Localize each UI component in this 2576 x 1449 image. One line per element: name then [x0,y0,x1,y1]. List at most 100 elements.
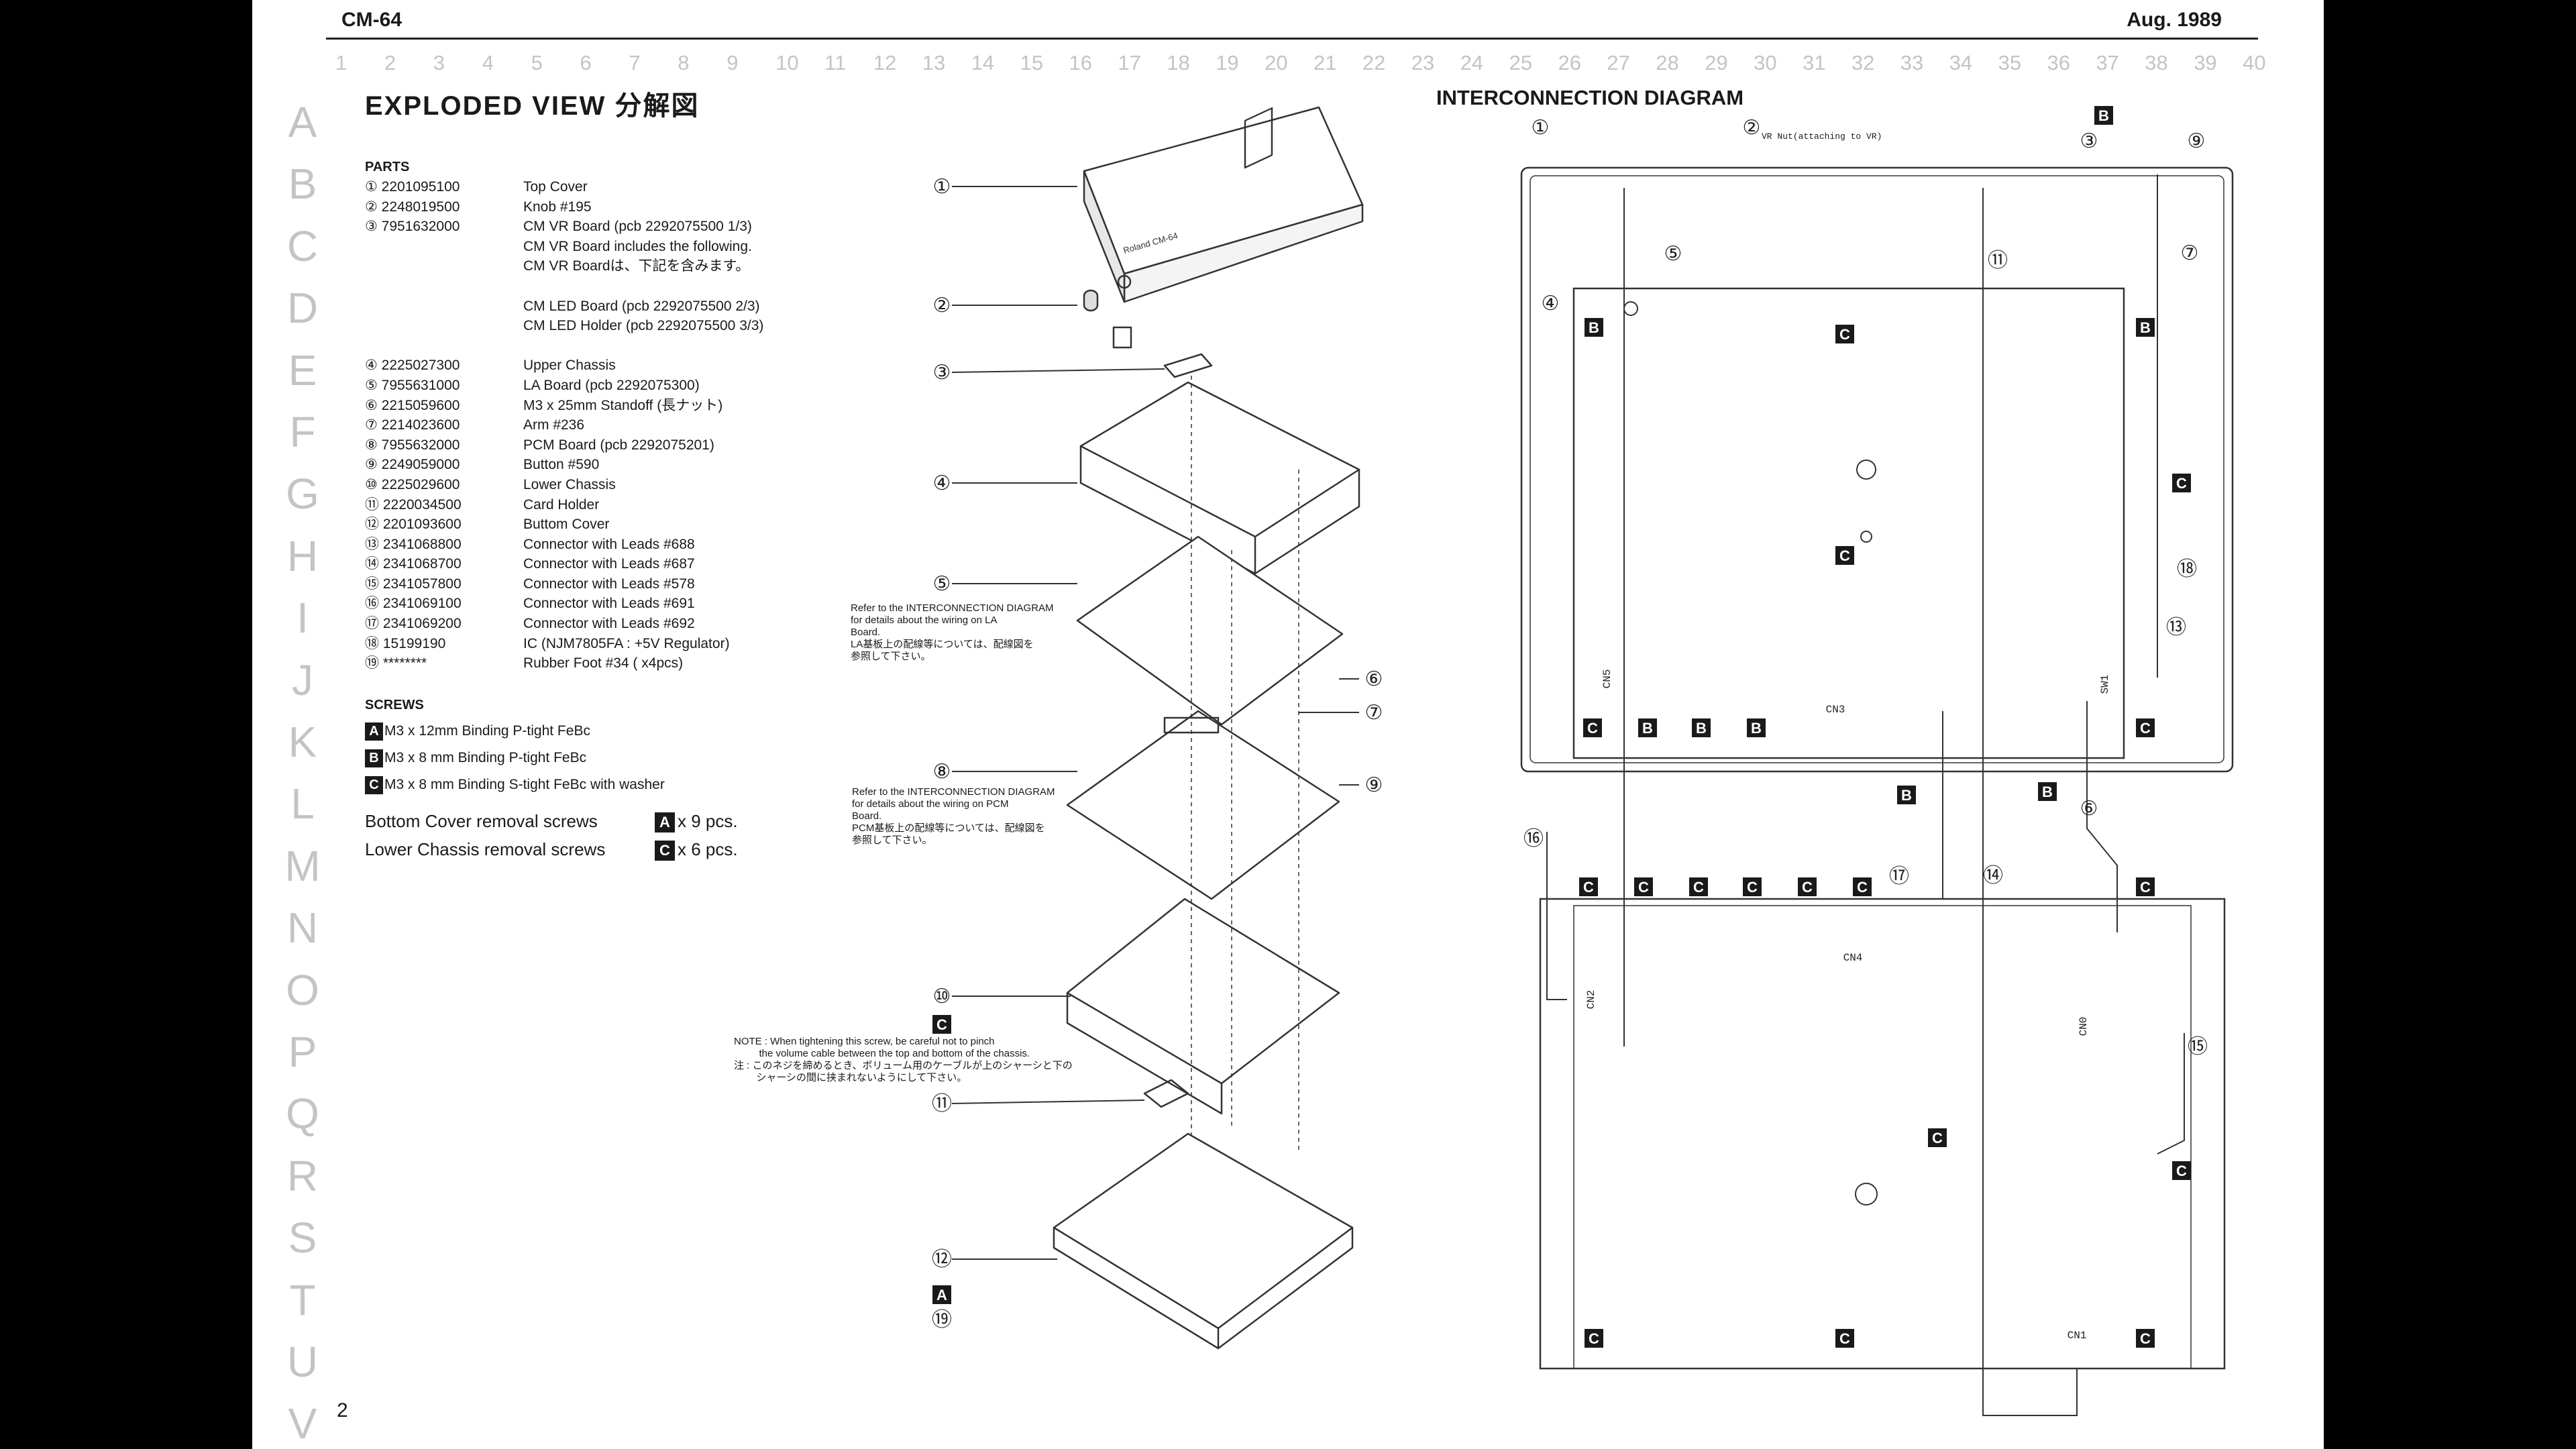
column-number: 18 [1167,51,1190,74]
screw-code-label: C [936,1016,947,1033]
screw-code-box [1835,325,1854,343]
column-number: 15 [1020,51,1044,74]
callout-number: ⑬ [2166,616,2186,639]
row-letter: R [286,1151,319,1200]
screw-code-label: A [936,1287,947,1303]
screw-code-box [1928,1128,1947,1147]
screw-code-box [1638,718,1657,737]
callout-number: ⑥ [2080,797,2098,820]
row-letter: O [286,965,319,1014]
column-number: 16 [1069,51,1092,74]
screw-code-label: C [1839,547,1850,564]
part-number: ⑱ 15199190 [365,635,446,651]
interconnection-title: INTERCONNECTION DIAGRAM [1436,86,1744,109]
screw-code-label: C [1857,879,1868,896]
column-number: 39 [2194,51,2217,74]
part-row: CM VR Board includes the following. [365,237,763,257]
removal-quantity: x 6 pcs. [678,839,738,859]
column-number: 7 [629,51,641,74]
part-number: ① 2201095100 [365,179,460,195]
callout-number: ⑰ [1889,865,1909,888]
callout-number: ④ [1542,292,1560,315]
part-number: ② 2248019500 [365,199,460,215]
part-description: PCM Board (pcb 2292075201) [523,437,714,453]
callout-number: ⑤ [933,572,951,596]
screw-code-box [1798,877,1817,896]
screw-code-label: C [1589,1330,1599,1347]
column-number: 6 [580,51,592,74]
part-description: Top Cover [523,179,588,195]
screw-code-label: C [1693,879,1704,896]
part-description: Rubber Foot #34 ( x4pcs) [523,655,684,672]
assembly-lines [1191,376,1299,1154]
part-description: LA Board (pcb 2292075300) [523,377,700,393]
column-number: 1 [335,51,347,74]
row-letter: A [288,98,317,146]
callout-number: ⑫ [932,1248,952,1271]
screw-code-box [1692,718,1711,737]
screw-code-box [1835,1329,1854,1348]
callout-number: ⑪ [932,1092,952,1116]
part-number: ⑲ ******** [365,655,427,672]
screw-code-badge: C [655,841,675,861]
wiring [1546,174,2185,1416]
part-description: Connector with Leads #692 [523,616,695,632]
column-number: 28 [1656,51,1679,74]
screw-code-label: C [1583,879,1594,896]
row-letter: K [288,718,317,766]
callout-number: ⑨ [2188,129,2206,153]
part-description: CM VR Board includes the following. [523,238,752,254]
screw-code-badge: B [365,749,383,767]
column-number: 3 [433,51,445,74]
screw-code-label: B [1589,319,1599,336]
part-description: M3 x 25mm Standoff (長ナット) [523,397,723,413]
part-number: ⑧ 7955632000 [365,437,460,453]
removal-quantity: x 9 pcs. [678,811,738,831]
screw-code-label: B [1642,720,1653,737]
part-description: Buttom Cover [523,517,610,533]
row-letter: G [286,470,319,519]
screw-code-box [2038,782,2057,801]
screw-code-box [2172,1161,2191,1180]
column-number: 5 [531,51,543,74]
row-letter: I [297,594,309,643]
part-number: ⑯ 2341069100 [365,596,462,612]
screw-code-box [1747,718,1766,737]
part-number: ④ 2225027300 [365,358,460,374]
row-letter: P [288,1028,317,1076]
card-holder [1143,1079,1189,1108]
column-number: 10 [775,51,799,74]
screw-code-badge: C [365,775,383,794]
connector-label: CN1 [2068,1330,2087,1342]
screw-code-label: B [1751,720,1762,737]
callout-number: ⑥ [1365,667,1383,691]
screw-code-label: C [1802,879,1813,896]
column-number: 14 [971,51,995,74]
screw-code-label: C [2176,475,2187,492]
screw-description: M3 x 8 mm Binding P-tight FeBc [384,750,587,765]
screw-code-box [1689,877,1708,896]
part-description: Connector with Leads #578 [523,576,695,592]
column-number: 13 [922,51,946,74]
part-row: ⑧ 7955632000 PCM Board (pcb 2292075201) [365,435,763,455]
la-board [1076,107,1344,726]
callout-number: ⑤ [1664,242,1682,266]
row-letter: D [286,284,319,333]
column-number: 36 [2047,51,2070,74]
screw-code-box [1579,877,1598,896]
